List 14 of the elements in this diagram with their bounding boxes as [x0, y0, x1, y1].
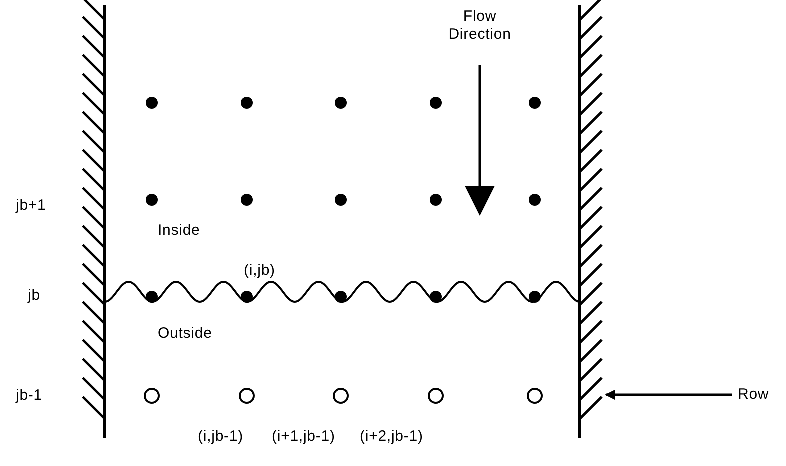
label-text: (i,jb): [244, 262, 276, 280]
label-text: jb+1: [16, 197, 46, 215]
label-text: jb: [28, 287, 40, 305]
label-text: Outside: [158, 325, 212, 343]
label-text: (i+2,jb-1): [360, 428, 424, 446]
wall-drawing: [578, 0, 604, 438]
label-text: Flow Direction: [448, 8, 512, 44]
arrow: [605, 390, 732, 400]
label-text: Inside: [158, 222, 200, 240]
label-text: jb-1: [16, 387, 43, 405]
label-text: (i+1,jb-1): [272, 428, 336, 446]
wall-drawing: [82, 0, 106, 438]
row-label: Row: [738, 384, 770, 406]
label-text: (i,jb-1): [198, 428, 244, 446]
